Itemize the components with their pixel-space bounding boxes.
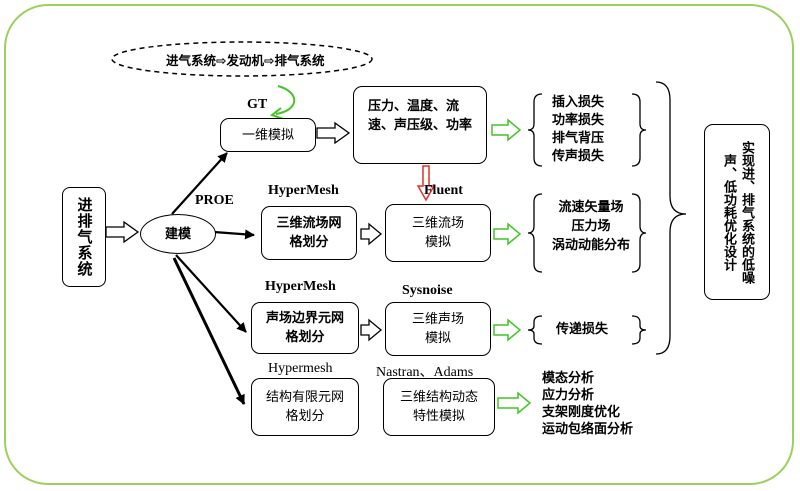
acoustic-output-list: 传递损失 <box>556 321 608 339</box>
source-box: 进排气系统 <box>62 187 106 287</box>
build-model-node: 建模 <box>140 214 216 254</box>
list-item: 模态分析 <box>542 371 595 386</box>
brace-acoustic-right <box>631 315 647 345</box>
goal-box: 实现进、排气系统的低噪声、低功耗优化设计 <box>704 124 770 300</box>
red-down-arrow <box>416 165 436 202</box>
brace-1d-right <box>631 93 647 167</box>
brace-flow-left <box>527 193 543 273</box>
flow-mesh-box: 三维流场网格划分 <box>261 206 357 260</box>
green-arrow-acoustic <box>493 318 522 342</box>
proe-label: PROE <box>195 193 234 208</box>
arrow-to-1d <box>171 152 228 215</box>
acoustic-sim-box: 三维声场模拟 <box>385 302 491 356</box>
gt-loop-arrowhead <box>269 107 284 120</box>
list-item: 流速矢量场 <box>558 200 624 215</box>
fluent-label: Fluent <box>424 183 463 198</box>
green-arrow-flow <box>493 222 522 246</box>
list-item: 传递损失 <box>556 322 609 337</box>
arrow-to-flow <box>213 229 255 240</box>
list-item: 支架刚度优化 <box>542 405 621 420</box>
gt-label: GT <box>247 97 268 112</box>
hollow-arrow-left <box>105 220 140 244</box>
one-d-results-box: 压力、温度、流速、声压级、功率 <box>353 86 487 164</box>
hypermesh-label-3: Hypermesh <box>268 361 333 376</box>
hollow-arrow-flow <box>360 222 383 246</box>
fem-mesh-box: 结构有限元网格划分 <box>251 378 359 436</box>
green-arrow-1d <box>491 118 522 142</box>
brace-acoustic-left <box>527 315 543 345</box>
arrow-to-acoustic <box>175 254 247 333</box>
brace-1d-left <box>527 93 543 167</box>
struct-sim-box: 三维结构动态特性模拟 <box>383 378 495 436</box>
list-item: 传声损失 <box>552 149 605 164</box>
list-item: 运动包络面分析 <box>542 422 634 437</box>
list-item: 功率损失 <box>552 113 605 128</box>
list-item: 排气背压 <box>552 131 605 146</box>
green-arrow-struct <box>497 391 532 415</box>
list-item: 压力场 <box>571 219 611 234</box>
hollow-arrow-acoustic <box>360 318 383 342</box>
sysnoise-label: Sysnoise <box>402 283 453 298</box>
one-d-output-list: 插入损失 功率损失 排气背压 传声损失 <box>552 94 604 166</box>
top-flow-ellipse <box>111 41 373 77</box>
list-item: 涡动动能分布 <box>551 238 630 253</box>
list-item: 应力分析 <box>542 388 595 403</box>
arrow-to-fem <box>172 257 246 405</box>
nastran-adams-label: Nastran、Adams <box>376 365 474 380</box>
diagram-frame <box>4 4 794 485</box>
acoustic-mesh-box: 声场边界元网格划分 <box>251 302 359 354</box>
flow-sim-box: 三维流场模拟 <box>385 204 491 262</box>
top-flow-label: 进气系统⇨发动机⇨排气系统 <box>166 53 325 68</box>
flow-output-list: 流速矢量场 压力场 涡动动能分布 <box>548 198 634 255</box>
big-brace <box>655 81 687 355</box>
hollow-arrow-1d <box>316 121 351 145</box>
hypermesh-label-1: HyperMesh <box>268 183 339 198</box>
hypermesh-label-2: HyperMesh <box>265 279 336 294</box>
gt-loop-arrow <box>275 85 296 115</box>
brace-flow-right <box>631 193 647 273</box>
one-d-sim-box: 一维模拟 <box>220 118 316 152</box>
struct-output-list: 模态分析 应力分析 支架刚度优化 运动包络面分析 <box>542 370 633 438</box>
list-item: 插入损失 <box>552 95 605 110</box>
